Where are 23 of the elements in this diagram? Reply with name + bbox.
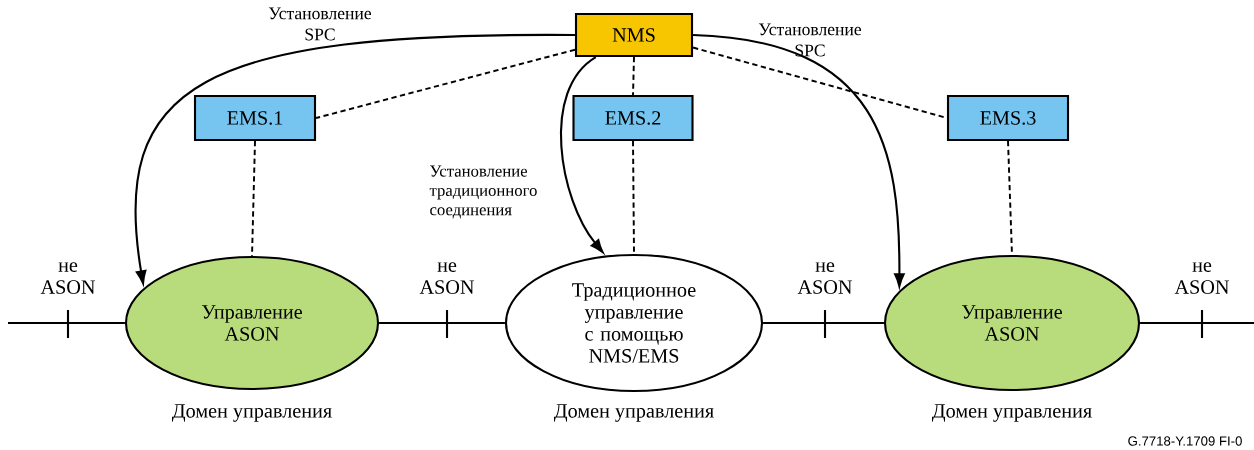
system-box: EMS.1 [193,94,317,142]
system-box: NMS [574,12,694,58]
domain-caption: Домен управления [553,404,714,422]
edge-label: Установление SPC [268,7,371,41]
system-box: EMS.2 [572,94,694,142]
system-box: EMS.3 [946,94,1070,142]
figure-id: G.7718-Y.1709 FI-0 [1128,436,1242,446]
connector-line [632,56,635,96]
link-line [763,321,884,325]
edge-label: Установление традиционного соединения [429,165,537,219]
connector-line [632,140,635,255]
arrow [560,56,604,254]
segment-label: не ASON [1174,262,1230,294]
connector-line [251,140,256,257]
arrow [134,33,575,285]
link-line [1140,321,1254,325]
segment-label: не ASON [419,262,475,294]
domain-caption: Домен управления [931,404,1092,422]
link-line [8,321,125,325]
link-line [379,321,505,325]
domain-caption: Домен управления [171,404,332,422]
segment-label: не ASON [40,262,96,294]
connector-line [315,48,576,119]
